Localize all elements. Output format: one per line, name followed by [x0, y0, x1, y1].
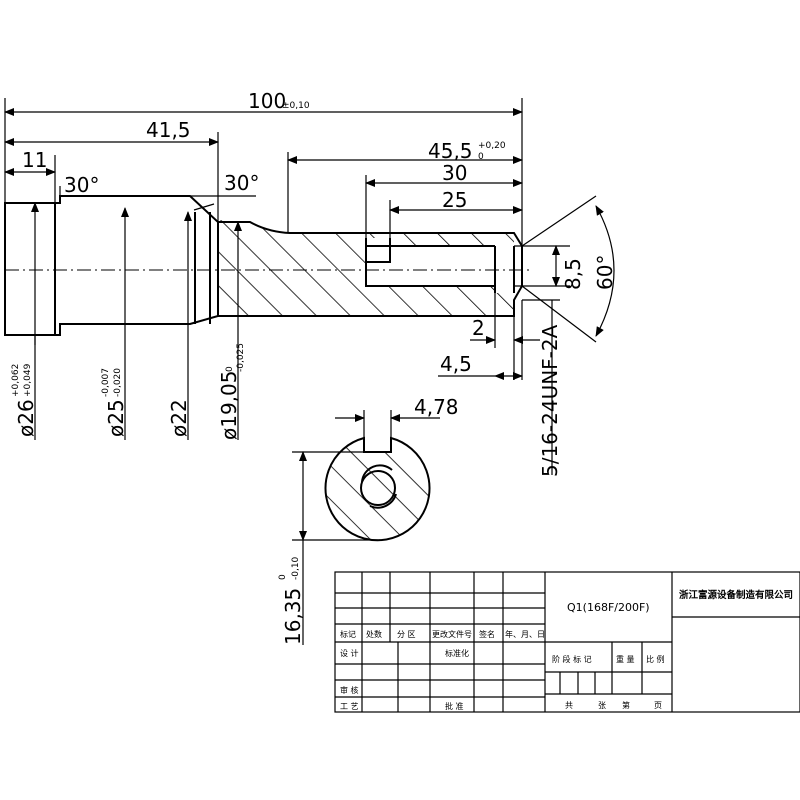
tb-company: 浙江富源设备制造有限公司	[679, 589, 793, 601]
tb-sheet-unit2: 页	[654, 701, 662, 710]
bore-value: 8,5	[561, 258, 585, 290]
dia25-value: ø25	[104, 399, 128, 437]
dim-45-5-lower: 0	[478, 152, 484, 162]
cone-angle-value: 60°	[593, 255, 617, 290]
dim-overall-value: 100	[248, 89, 286, 113]
dim-4-5: 4,5	[438, 300, 523, 380]
dim-flat-depth: 16,35 0 -0,10	[278, 451, 378, 645]
dia19-upper: 0	[225, 366, 235, 372]
dim-dia-26: ø26 +0,062 +0,049	[11, 202, 39, 440]
thread-value: 5/16-24UNF-2A	[538, 324, 562, 477]
tb-scale: 比 例	[646, 654, 665, 664]
dim-chamfer-left: 30°	[59, 173, 104, 197]
dim-45-5: 45,5 +0,20 0	[287, 139, 523, 233]
title-block: 标记 处数 分 区 更改文件号 签名 年、月、日 设 计 标准化 审 核 工 艺…	[334, 571, 800, 713]
dim-11-value: 11	[22, 148, 47, 172]
tb-approve: 批 准	[445, 701, 464, 711]
tb-sheet-total: 共	[565, 701, 573, 710]
dim-overall-tol: ±0,10	[282, 101, 310, 111]
key-width-value: 4,78	[414, 395, 459, 419]
tb-stage: 阶 段 标 记	[552, 654, 592, 664]
dim-45-5-value: 45,5	[428, 139, 473, 163]
tb-weight: 重 量	[616, 654, 635, 664]
cross-section	[324, 436, 431, 542]
tb-sheet-no: 第	[622, 700, 630, 710]
dim-cone-60: 60°	[521, 195, 617, 343]
dim-key-width: 4,78	[335, 395, 459, 452]
dim-30: 30	[365, 161, 523, 238]
dim-bore-8-5: 8,5	[514, 245, 585, 290]
flat-depth-lower: -0,10	[291, 556, 301, 580]
tb-process: 工 艺	[340, 702, 359, 711]
dim-chamfer-mid: 30°	[188, 171, 259, 211]
dim-41-5-value: 41,5	[146, 118, 191, 142]
dim-45-5-upper: +0,20	[478, 141, 506, 151]
dim-25: 25	[389, 188, 523, 238]
tb-sheet-unit1: 张	[598, 701, 606, 710]
tb-header-docno: 更改文件号	[432, 629, 472, 639]
tb-header-mark: 标记	[340, 629, 356, 639]
dia25-upper: -0,007	[101, 368, 111, 397]
dim-2-value: 2	[472, 316, 485, 340]
dim-dia-19: ø19,05 0 -0,025	[217, 221, 246, 441]
dim-2: 2	[470, 293, 540, 380]
dim-30-value: 30	[442, 161, 467, 185]
tb-header-sign: 签名	[479, 629, 495, 639]
shaft-side-view	[4, 195, 530, 336]
tb-std: 标准化	[445, 648, 469, 658]
tb-design: 设 计	[340, 648, 359, 658]
dim-11: 11	[4, 148, 56, 203]
dia19-value: ø19,05	[217, 371, 241, 441]
dia26-lower: +0,049	[23, 363, 33, 397]
tb-review: 审 核	[340, 685, 359, 695]
dia26-upper: +0,062	[11, 364, 21, 397]
chamfer-left-value: 30°	[64, 173, 99, 197]
shaft-outline	[4, 195, 219, 336]
dia19-lower: -0,025	[236, 343, 246, 372]
dim-thread: 5/16-24UNF-2A	[522, 299, 562, 477]
dim-overall: 100 ±0,10	[4, 89, 523, 246]
dim-dia-25: ø25 -0,007 -0,020	[101, 207, 129, 440]
dim-25-value: 25	[442, 188, 467, 212]
dia25-lower: -0,020	[113, 368, 123, 397]
dia26-value: ø26	[14, 399, 38, 437]
dia22-value: ø22	[167, 399, 191, 437]
dim-4-5-value: 4,5	[440, 352, 472, 376]
chamfer-mid-value: 30°	[224, 171, 259, 195]
flat-depth-upper: 0	[278, 574, 288, 580]
tb-header-zone: 分 区	[397, 630, 416, 639]
dim-dia-22: ø22	[167, 211, 192, 440]
tb-header-date: 年、月、日	[505, 629, 545, 639]
flat-depth-value: 16,35	[281, 588, 305, 645]
tb-part-name: Q1(168F/200F)	[567, 601, 650, 614]
dim-41-5: 41,5	[4, 118, 219, 222]
tb-header-count: 处数	[366, 629, 382, 639]
